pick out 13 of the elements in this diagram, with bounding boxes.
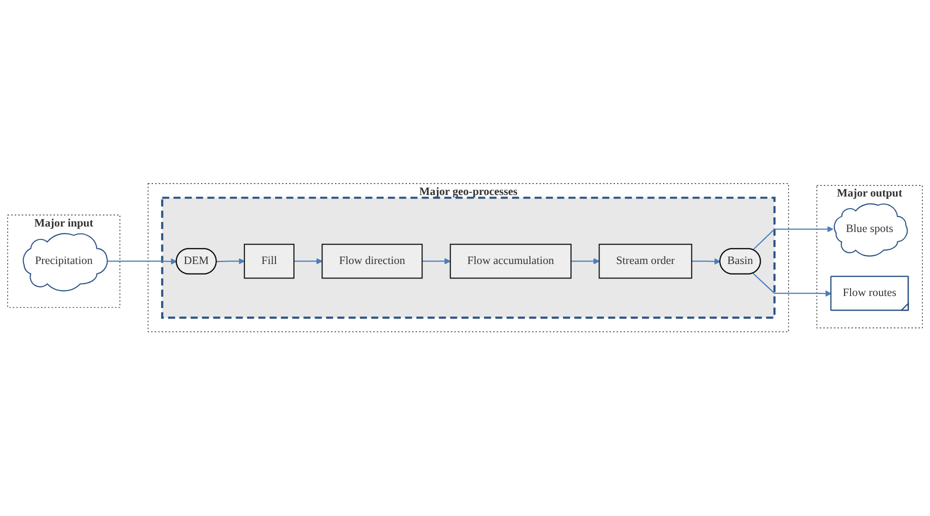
node-box: Flow accumulation	[450, 244, 572, 279]
arrow	[752, 226, 834, 251]
node-box: Fill	[244, 244, 294, 279]
node-box: Stream order	[598, 244, 692, 279]
arrow	[216, 258, 245, 265]
arrow	[752, 273, 832, 297]
arrow	[294, 258, 322, 265]
arrow	[422, 258, 451, 265]
arrow	[571, 258, 600, 265]
arrow	[692, 258, 721, 265]
arrow	[106, 258, 177, 265]
cluster	[161, 196, 776, 320]
node-box: Flow direction	[322, 244, 423, 279]
